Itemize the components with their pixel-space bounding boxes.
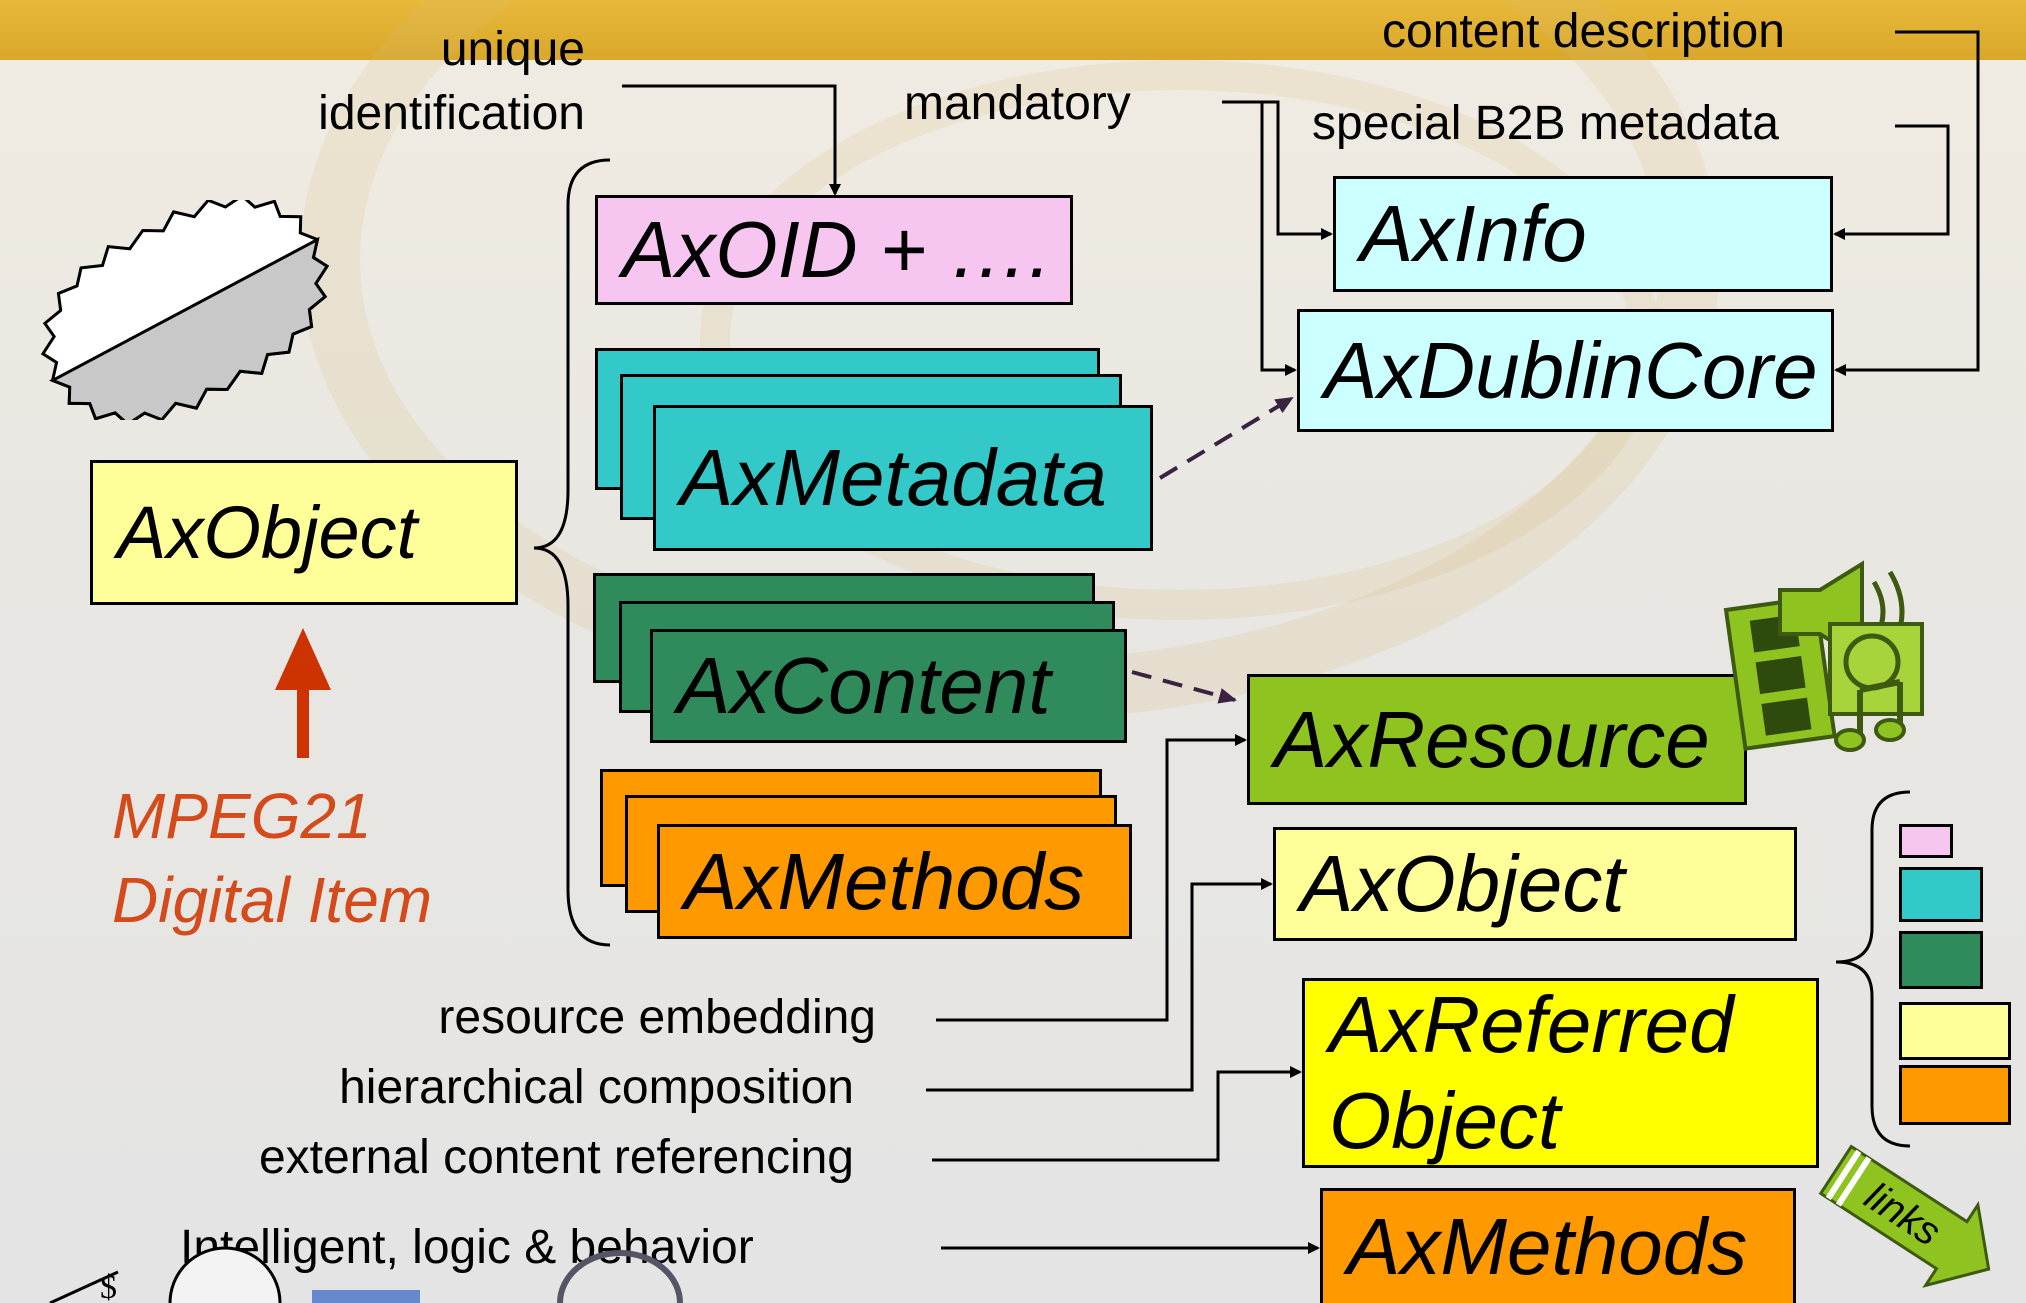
axobject-main-box: AxObject <box>90 460 518 605</box>
arrow-special-b2b <box>1833 124 1950 240</box>
axobject-sub-box: AxObject <box>1273 827 1797 941</box>
dashed-arrow-metadata <box>1158 396 1294 480</box>
axreferred-line2: Object <box>1329 1076 1561 1165</box>
music-note-icon <box>1828 622 1924 752</box>
legend-brace <box>1835 790 1911 1148</box>
legend-methods <box>1899 1065 2011 1125</box>
axreferred-object-box: AxReferred Object <box>1302 978 1819 1168</box>
mpeg21-line1: MPEG21 <box>112 780 372 852</box>
arrow-hierarchical-composition <box>926 878 1273 1092</box>
axmethods-sub-box: AxMethods <box>1320 1188 1796 1303</box>
arrow-content-description <box>1834 30 1980 376</box>
legend-metadata <box>1899 867 1983 922</box>
legend-content <box>1899 931 1983 989</box>
arrow-resource-embedding <box>936 734 1247 1022</box>
axresource-box: AxResource <box>1247 674 1747 805</box>
axmetadata-box: AxMetadata <box>653 405 1153 551</box>
axmethods-box: AxMethods <box>657 824 1132 939</box>
mpeg21-line2: Digital Item <box>112 864 433 937</box>
label-content-description: content description <box>1382 5 1785 58</box>
axreferred-line1: AxReferred <box>1329 980 1734 1069</box>
arrow-unique <box>622 84 841 196</box>
arrow-external-content <box>932 1066 1302 1162</box>
axinfo-box: AxInfo <box>1333 176 1833 292</box>
links-arrow: links <box>1818 1144 1991 1288</box>
label-mandatory: mandatory <box>904 77 1131 130</box>
legend-oid <box>1899 824 1953 858</box>
main-brace <box>533 158 611 947</box>
arrow-mandatory-dublin <box>1260 102 1297 376</box>
legend-object <box>1899 1002 2011 1060</box>
axoid-box: AxOID + …. <box>595 195 1073 305</box>
label-resource-embedding: resource embedding <box>438 991 876 1044</box>
label-hierarchical-composition: hierarchical composition <box>339 1061 854 1114</box>
label-external-content-referencing: external content referencing <box>258 1131 854 1184</box>
arrow-mandatory-info <box>1222 100 1333 240</box>
label-special-b2b: special B2B metadata <box>1312 97 1779 150</box>
dashed-arrow-content <box>1131 670 1237 704</box>
axcontent-box: AxContent <box>650 629 1127 743</box>
up-arrow <box>275 628 331 758</box>
mpeg21-label: MPEG21 Digital Item <box>112 774 432 943</box>
seal-icon <box>40 200 330 420</box>
logo-strip: $ <box>49 1246 683 1303</box>
label-unique: unique <box>440 23 585 76</box>
axdublincore-box: AxDublinCore <box>1297 309 1834 432</box>
label-identification: identification <box>318 87 585 140</box>
